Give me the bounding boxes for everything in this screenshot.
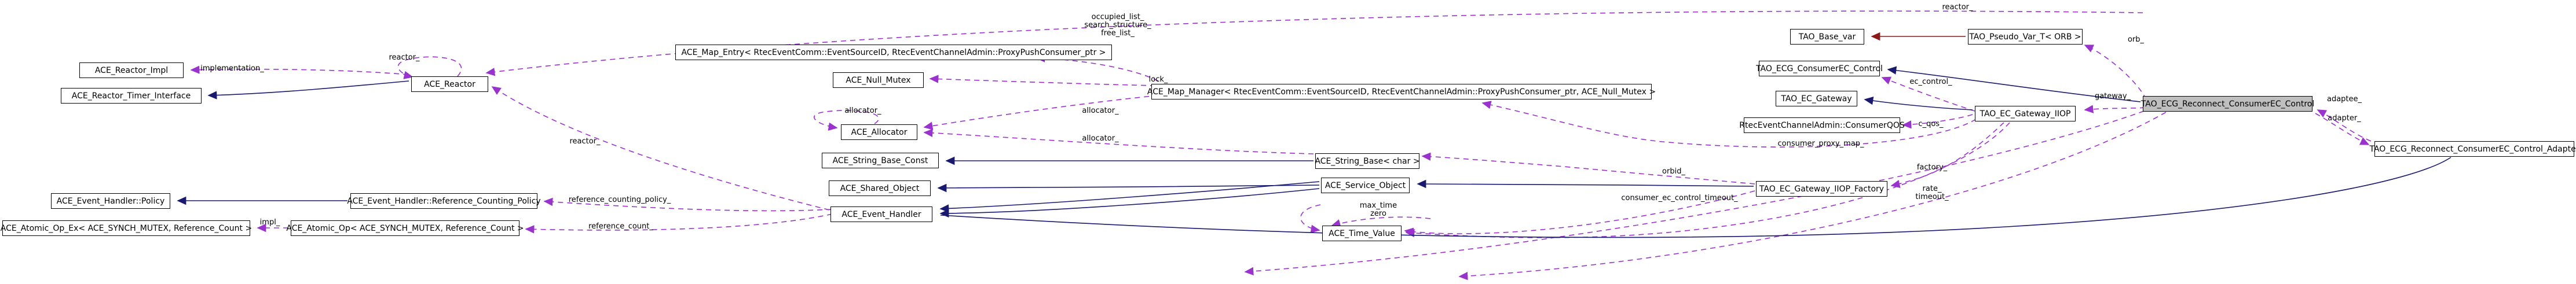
- node-tao-ec-gateway-iiop-factory[interactable]: TAO_EC_Gateway_IIOP_Factory: [1756, 181, 1887, 197]
- node-ace-service-object[interactable]: ACE_Service_Object: [1321, 178, 1410, 193]
- node-tao-ecg-reconnect-consumerec-control-adapter[interactable]: TAO_ECG_Reconnect_ConsumerEC_Control_Ada…: [2370, 141, 2576, 157]
- edge-ref-counting-policy: [543, 197, 832, 212]
- node-ace-atomic-op-ex[interactable]: ACE_Atomic_Op_Ex< ACE_SYNCH_MUTEX, Refer…: [1, 220, 252, 236]
- edge-maxtime-zero-2: [1331, 216, 1431, 228]
- node-ace-string-base-char[interactable]: ACE_String_Base< char >: [1315, 153, 1420, 169]
- edge-ref-count: [525, 213, 833, 234]
- node-tao-ecg-reconnect-consumerec-control[interactable]: TAO_ECG_Reconnect_ConsumerEC_Control: [2141, 96, 2314, 112]
- node-ace-event-handler-policy[interactable]: ACE_Event_Handler::Policy: [51, 193, 170, 209]
- edge-orbid: [1421, 152, 1755, 185]
- edge-occupied-list: [1035, 54, 1159, 82]
- usage-edges: [190, 10, 2372, 281]
- edge-reconnect-down-left: [1244, 110, 2145, 276]
- edge-orb: [2084, 45, 2147, 100]
- node-rtec-event-channel-admin-consumer-qos[interactable]: RtecEventChannelAdmin::ConsumerQOS: [1739, 117, 1905, 133]
- edge-maxtime-zero: [1300, 204, 1321, 233]
- edge-allocator-string: [923, 128, 1314, 154]
- node-tao-ec-gateway[interactable]: TAO_EC_Gateway: [1776, 91, 1857, 106]
- node-ace-reactor[interactable]: ACE_Reactor: [411, 76, 488, 92]
- edge-inherit-reactor-timer: [207, 80, 409, 99]
- node-ace-time-value[interactable]: ACE_Time_Value: [1322, 226, 1402, 241]
- node-ace-shared-object[interactable]: ACE_Shared_Object: [829, 180, 931, 196]
- edge-consumer-proxy-map: [1481, 101, 1977, 147]
- node-tao-base-var[interactable]: TAO_Base_var: [1790, 29, 1864, 45]
- node-tao-ec-gateway-iiop[interactable]: TAO_EC_Gateway_IIOP: [1975, 106, 2076, 121]
- node-ace-string-base-const[interactable]: ACE_String_Base_Const: [822, 153, 939, 168]
- edge-inherit-evhandler-2: [939, 181, 1320, 213]
- node-ace-atomic-op[interactable]: ACE_Atomic_Op< ACE_SYNCH_MUTEX, Referenc…: [286, 220, 524, 236]
- node-ace-map-manager[interactable]: ACE_Map_Manager< RtecEventComm::EventSou…: [1147, 84, 1656, 99]
- edge-allocator-self: [814, 110, 879, 131]
- edge-consumer-ec-timeout: [1404, 190, 1755, 236]
- edge-adaptee: [2317, 109, 2372, 142]
- edge-c-qos: [1902, 114, 1973, 129]
- edge-implementation: [190, 65, 409, 75]
- edge-inherit-gwfactory-service: [1417, 179, 1754, 189]
- edge-inherit-gwiiop-gw: [1864, 97, 1973, 110]
- edge-lock: [929, 75, 1156, 86]
- edge-reactor-self: [397, 56, 462, 79]
- node-ace-event-handler[interactable]: ACE_Event_Handler: [830, 206, 932, 222]
- node-ace-map-entry[interactable]: ACE_Map_Entry< RtecEventComm::EventSourc…: [675, 45, 1112, 60]
- edge-adapter: [2315, 113, 2370, 145]
- edge-allocator-map: [923, 95, 1159, 130]
- edge-gateway: [2084, 105, 2146, 113]
- node-ace-event-handler-reference-counting-policy[interactable]: ACE_Event_Handler::Reference_Counting_Po…: [347, 193, 541, 209]
- node-ace-reactor-impl[interactable]: ACE_Reactor_Impl: [79, 62, 184, 78]
- edge-factory: [1890, 122, 2004, 189]
- edge-inherit-adapter-long: [940, 157, 2451, 238]
- edge-rate-timeout: [1405, 122, 2010, 238]
- edge-reactor-mid: [491, 86, 830, 211]
- node-ace-allocator[interactable]: ACE_Allocator: [841, 124, 917, 140]
- node-tao-pseudo-var-t-orb[interactable]: TAO_Pseudo_Var_T< ORB >: [1968, 29, 2083, 45]
- node-ace-reactor-timer-interface[interactable]: ACE_Reactor_Timer_Interface: [61, 88, 202, 104]
- node-ace-null-mutex[interactable]: ACE_Null_Mutex: [833, 72, 924, 88]
- edge-reactor-right: [485, 10, 2143, 76]
- edge-inherit-service-evhandler: [939, 188, 1320, 218]
- edge-ec-control: [1881, 76, 1975, 112]
- node-tao-ecg-consumerec-control[interactable]: TAO_ECG_ConsumerEC_Control: [1756, 61, 1883, 76]
- edge-inherit-reconnect-consumerec: [1887, 66, 2141, 102]
- edge-reconnect-down-left-2: [1458, 112, 2167, 281]
